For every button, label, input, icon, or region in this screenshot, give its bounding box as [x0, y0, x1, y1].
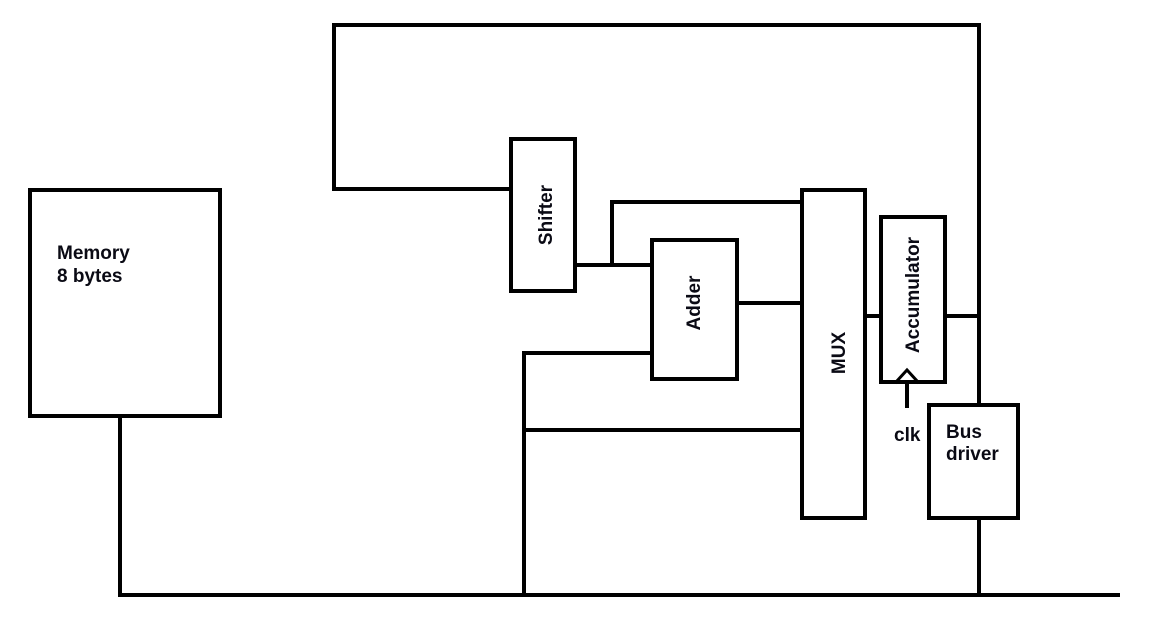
clock-label: clk [894, 425, 921, 446]
adder-block: Adder [650, 238, 739, 381]
bus-driver-block: Bus driver [927, 403, 1020, 520]
wire-feedback-loop [332, 23, 981, 407]
wires [118, 23, 1120, 597]
mux-block: MUX [800, 188, 867, 520]
memory-label: Memory [57, 243, 130, 264]
memory-block: Memory 8 bytes [28, 188, 222, 418]
clock-edge-icon [893, 367, 921, 385]
mux-label: MUX [829, 332, 850, 375]
wire-shifter-to-mux [610, 200, 804, 267]
memory-size-label: 8 bytes [57, 266, 122, 287]
shifter-block: Shifter [509, 137, 577, 293]
accumulator-block: Accumulator [879, 215, 947, 385]
shifter-label: Shifter [536, 184, 557, 245]
accumulator-label: Accumulator [903, 236, 924, 353]
wire-bus-to-adder [522, 351, 654, 597]
adder-label: Adder [684, 275, 705, 331]
bus-driver-label-2: driver [946, 444, 999, 465]
bus-driver-label-1: Bus [946, 422, 982, 443]
